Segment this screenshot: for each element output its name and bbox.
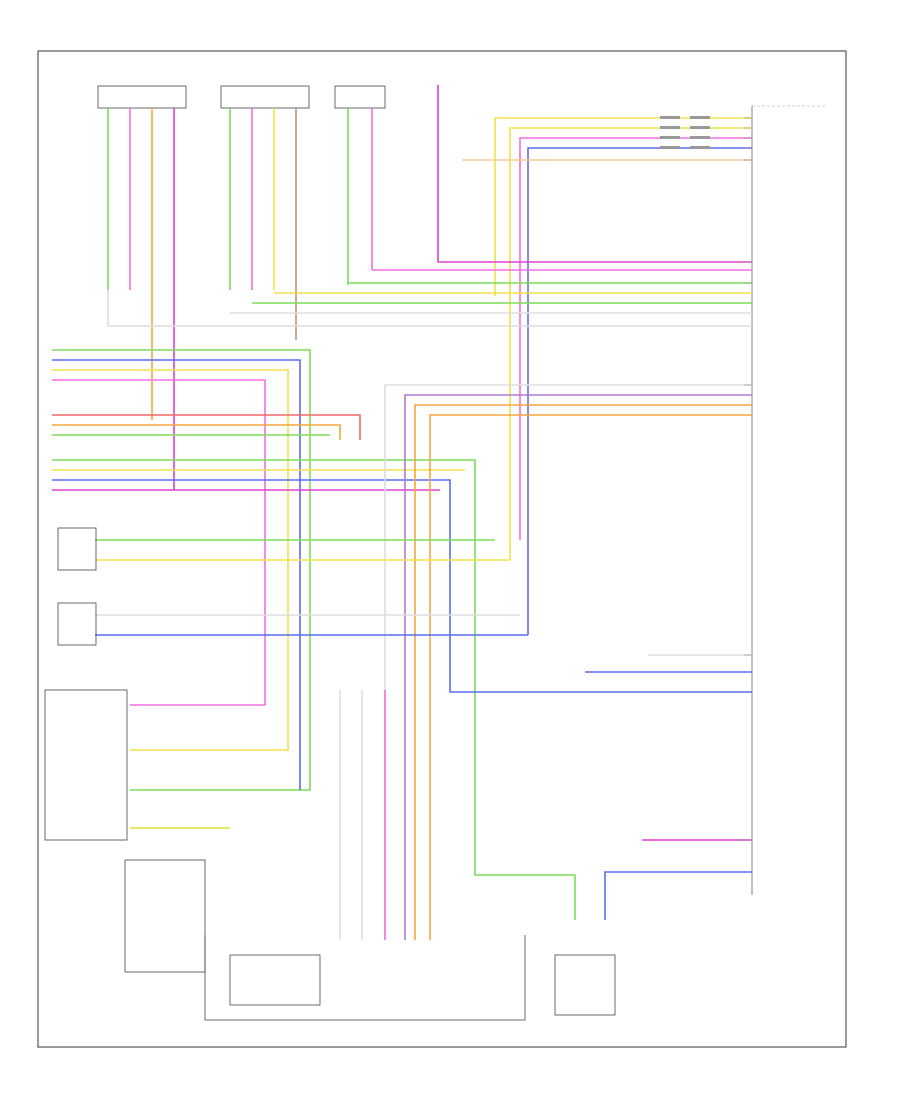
wire <box>527 147 752 635</box>
wire <box>437 85 752 263</box>
bottom-relay-block <box>229 954 321 1006</box>
label-tick <box>660 116 680 119</box>
label-tick <box>660 136 680 139</box>
wire <box>429 414 752 940</box>
front-connector-mid <box>220 85 310 109</box>
switch-box-3 <box>44 689 128 841</box>
switch-box-1 <box>57 527 97 571</box>
wire <box>107 290 752 327</box>
wire <box>414 404 752 940</box>
switch-box-2 <box>57 602 97 646</box>
connector-2-wires <box>229 108 297 340</box>
connector-3-wires <box>347 108 373 285</box>
wire <box>52 359 301 790</box>
front-connector-left <box>97 85 187 109</box>
label-tick <box>660 146 680 149</box>
ground-box <box>124 859 206 973</box>
switch-wires <box>95 539 528 829</box>
wire <box>52 414 361 440</box>
bottom-connector <box>204 935 526 1021</box>
wire <box>52 479 752 693</box>
label-tick <box>690 146 710 149</box>
label-tick <box>690 126 710 129</box>
module-lower-wires <box>585 654 752 920</box>
module-pins <box>744 117 752 841</box>
wire <box>519 137 752 540</box>
label-tick <box>660 126 680 129</box>
switch-box-bottom-right <box>554 954 616 1016</box>
connector-1-wires <box>107 108 175 490</box>
mid-vertical-wires <box>339 384 752 940</box>
wire <box>404 394 752 940</box>
wire <box>52 349 311 791</box>
wire <box>509 127 752 560</box>
label-tick <box>690 116 710 119</box>
wire <box>52 459 576 920</box>
wire <box>604 871 752 920</box>
front-connector-right <box>334 85 386 109</box>
label-tick <box>690 136 710 139</box>
wire <box>52 379 266 706</box>
wire <box>384 384 752 940</box>
wire <box>52 424 341 440</box>
wire-labels <box>660 116 710 149</box>
diagram-frame <box>37 50 847 1048</box>
